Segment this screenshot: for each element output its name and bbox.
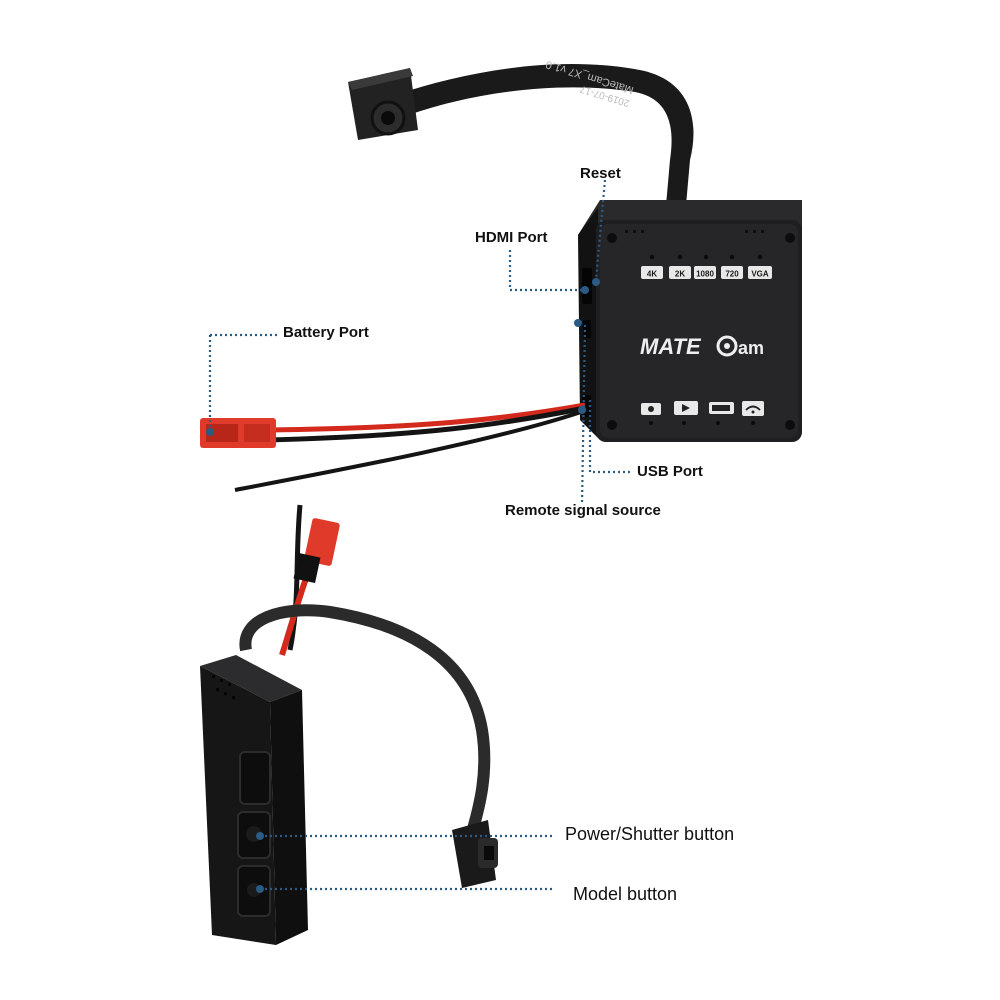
wires-bottom (279, 504, 340, 656)
battery-port-label: Battery Port (283, 324, 369, 341)
resolution-badge (721, 266, 743, 279)
usb-port-label: USB Port (637, 463, 703, 480)
resolution-badge (669, 266, 691, 279)
resolution-badge (748, 266, 772, 279)
reset-label: Reset (580, 165, 621, 182)
camera-box-top: 4K 2K 1080 720 VGA MATE am (578, 200, 802, 442)
resolution-badge-text: 4K (647, 270, 657, 279)
resolution-badge-text: 2K (675, 270, 685, 279)
wifi-icon (742, 401, 764, 416)
brand-lens-mark (716, 335, 738, 357)
camera-module-top (348, 68, 418, 140)
reset-hole (583, 320, 591, 338)
brand-logo-text: MATE (640, 334, 702, 359)
remote-signal-source-label: Remote signal source (505, 502, 661, 519)
camera-box-bottom (200, 655, 308, 945)
leader-lines (208, 179, 632, 891)
hdmi-port-label: HDMI Port (475, 229, 548, 246)
brand-suffix-text: am (738, 338, 764, 358)
hdmi-port (582, 268, 592, 304)
resolution-badge (694, 266, 716, 279)
wires-top (234, 402, 588, 492)
ribbon-cable-bottom (239, 604, 491, 842)
power-shutter-button-label: Power/Shutter button (565, 824, 735, 844)
resolution-badge-text: 1080 (696, 270, 714, 279)
resolution-badge-text: 720 (725, 270, 739, 279)
side-slot (239, 751, 271, 805)
resolution-badge (641, 266, 663, 279)
camera-module-bottom (452, 820, 498, 888)
model-button-label: Model button (573, 884, 678, 904)
leader-endpoints (206, 278, 600, 893)
resolution-badge-text: VGA (751, 270, 769, 279)
resolution-labels: 4K 2K 1080 720 VGA (641, 266, 772, 279)
battery-connector (200, 418, 276, 448)
